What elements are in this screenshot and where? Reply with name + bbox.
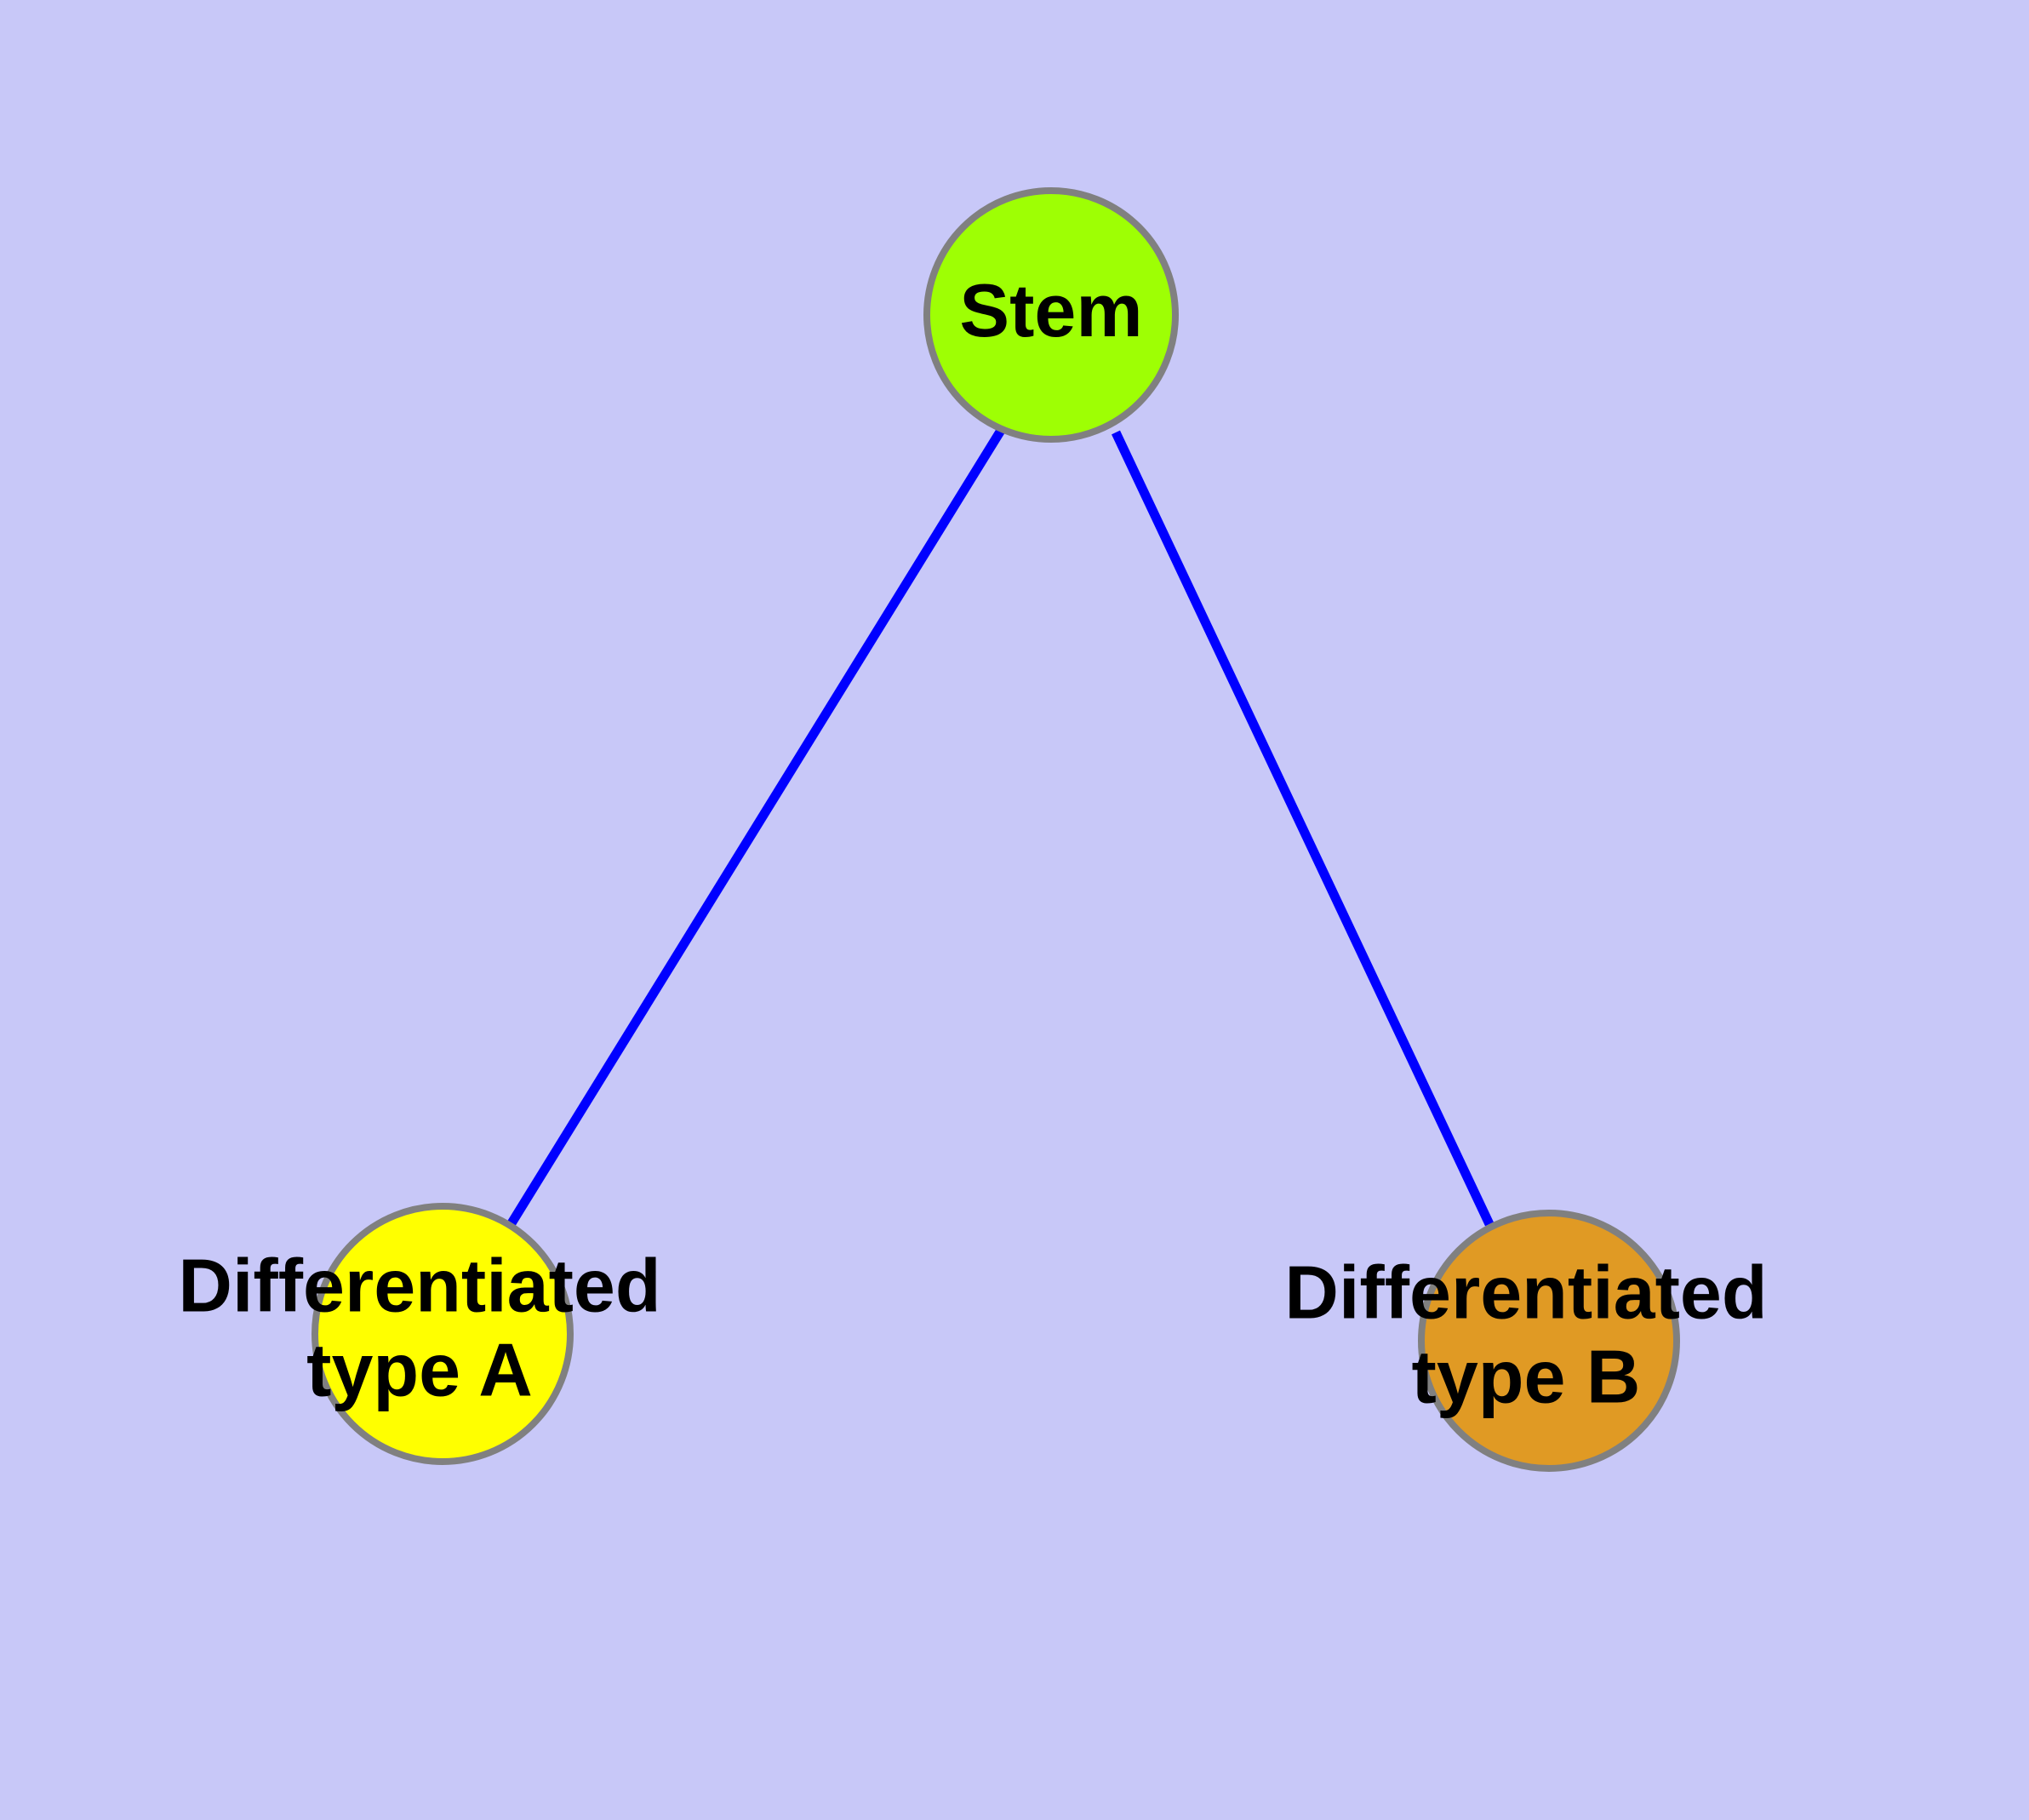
node-stem-circle[interactable] bbox=[923, 187, 1179, 443]
node-differentiated-type-a-circle[interactable] bbox=[311, 1203, 574, 1465]
edge-stem-to-differentiated-type-b[interactable] bbox=[1112, 430, 1494, 1227]
edge-stem-to-differentiated-type-a[interactable] bbox=[507, 426, 1006, 1226]
node-differentiated-type-b-circle[interactable] bbox=[1418, 1210, 1680, 1472]
node-stem[interactable]: Stem bbox=[923, 187, 1179, 443]
node-stem-label: Stem bbox=[959, 268, 1142, 352]
edges-group bbox=[507, 426, 1494, 1227]
